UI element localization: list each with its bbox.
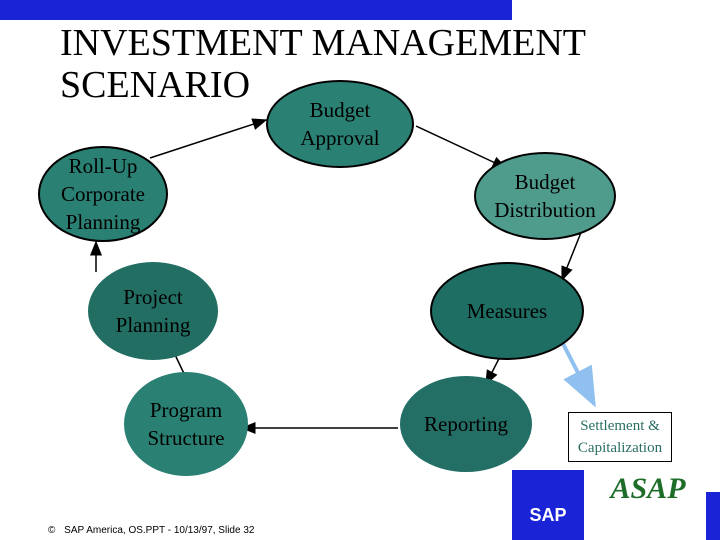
reporting-label: Reporting	[424, 412, 508, 436]
footer: © SAP America, OS.PPT - 10/13/97, Slide …	[48, 525, 254, 536]
node-program-structure: Program Structure	[124, 372, 248, 476]
project-planning-line-2: Planning	[115, 313, 191, 337]
arrow-rollup-to-approval	[149, 118, 268, 159]
title-line-2: SCENARIO	[60, 64, 251, 106]
node-settlement-capitalization: Settlement & Capitalization	[568, 412, 672, 462]
program-structure-line-1: Program	[149, 398, 223, 422]
copyright-symbol: ©	[48, 525, 56, 536]
settlement-line-1: Settlement &	[580, 418, 660, 434]
budget-approval-line-1: Budget	[309, 98, 371, 122]
arrow-approval-to-distribution	[415, 125, 508, 169]
node-reporting: Reporting	[400, 376, 532, 472]
budget-distribution-line-2: Distribution	[494, 198, 596, 222]
budget-approval-line-2: Approval	[300, 126, 380, 150]
asap-logo: ASAP	[610, 472, 686, 505]
page-title: INVESTMENT MANAGEMENT SCENARIO	[60, 22, 586, 106]
footer-text: SAP America, OS.PPT - 10/13/97, Slide 32	[64, 525, 255, 536]
rollup-line-1: Roll-Up	[68, 154, 138, 178]
budget-distribution-line-1: Budget	[514, 170, 576, 194]
node-budget-approval: Budget Approval	[266, 80, 414, 168]
rollup-line-3: Planning	[65, 210, 141, 234]
settlement-line-2: Capitalization	[577, 440, 663, 456]
node-budget-distribution: Budget Distribution	[474, 152, 616, 240]
project-planning-line-1: Project	[123, 285, 183, 309]
program-structure-line-2: Structure	[147, 426, 225, 450]
node-measures: Measures	[430, 262, 584, 360]
top-accent-bar	[0, 0, 512, 20]
arrow-distribution-to-measures	[561, 229, 583, 282]
sap-logo: SAP	[512, 470, 584, 540]
title-line-1: INVESTMENT MANAGEMENT	[60, 22, 586, 64]
rollup-line-2: Corporate	[61, 182, 145, 206]
node-rollup-corporate-planning: Roll-Up Corporate Planning	[38, 146, 168, 242]
measures-label: Measures	[466, 299, 548, 323]
node-project-planning: Project Planning	[88, 262, 218, 360]
bottom-right-accent-bar	[706, 492, 720, 540]
